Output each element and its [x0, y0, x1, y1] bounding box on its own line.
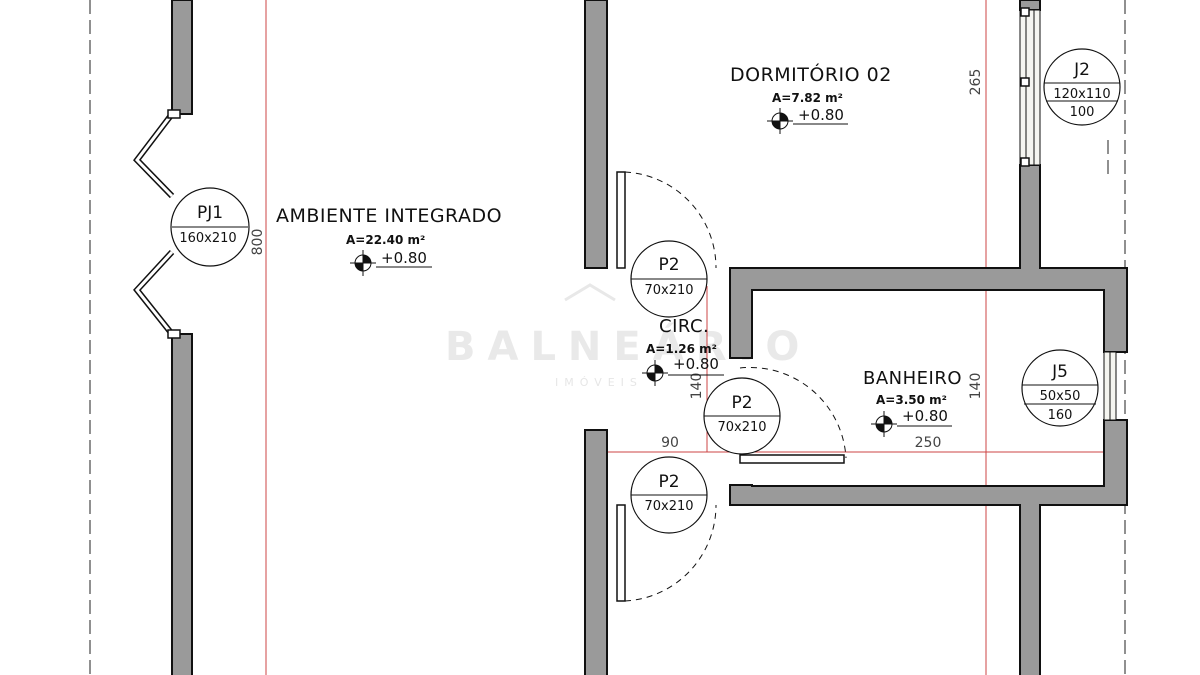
opening-tag-pj1: PJ1 160x210 [170, 187, 250, 267]
opening-size: 50x50 [1040, 389, 1081, 404]
dimension-labels: 800 265 140 140 90 250 [250, 69, 984, 451]
opening-code: J5 [1051, 362, 1068, 382]
opening-tag-p2-bottom: P2 70x210 [630, 456, 708, 534]
opening-code: P2 [731, 393, 752, 413]
window-j2-glazing [1019, 7, 1041, 167]
opening-sill: 100 [1070, 105, 1095, 120]
room-name: BANHEIRO [863, 368, 962, 389]
watermark-brand: BALNEÁRIO [445, 322, 811, 370]
room-level: +0.80 [902, 407, 948, 425]
room-area: A=7.82 m² [772, 91, 843, 105]
opening-size: 70x210 [644, 499, 693, 514]
opening-tag-j2: J2 120x110 100 [1043, 48, 1121, 126]
room-label-circ: CIRC. A=1.26 m² +0.80 [642, 316, 724, 386]
opening-size: 160x210 [179, 231, 236, 246]
room-label-banheiro: BANHEIRO A=3.50 m² +0.80 [863, 368, 962, 437]
room-name: AMBIENTE INTEGRADO [276, 205, 502, 227]
watermark-sub: IMÓVEIS [555, 376, 643, 389]
folding-door-pj1 [133, 109, 181, 339]
opening-size: 70x210 [644, 283, 693, 298]
opening-tag-p2-top: P2 70x210 [630, 240, 708, 318]
opening-tag-p2-middle: P2 70x210 [703, 377, 781, 455]
opening-code: PJ1 [197, 203, 223, 223]
room-level: +0.80 [798, 106, 844, 124]
room-level: +0.80 [381, 249, 427, 267]
dim-90: 90 [661, 435, 679, 451]
level-marker-icon [871, 411, 952, 437]
dim-140-circ: 140 [689, 373, 705, 400]
outer-boundary-lines [89, 0, 1126, 675]
opening-size: 120x110 [1053, 87, 1110, 102]
opening-code: J2 [1073, 60, 1090, 80]
room-area: A=3.50 m² [876, 393, 947, 407]
dim-140-bath: 140 [968, 373, 984, 400]
opening-size: 70x210 [717, 420, 766, 435]
window-j5-glazing [1103, 351, 1117, 421]
opening-code: P2 [658, 255, 679, 275]
room-name: CIRC. [659, 316, 709, 337]
dim-265: 265 [968, 69, 984, 96]
room-label-ambiente-integrado: AMBIENTE INTEGRADO A=22.40 m² +0.80 [276, 205, 502, 276]
room-area: A=1.26 m² [646, 342, 717, 356]
door-swings [616, 171, 847, 602]
dim-800: 800 [250, 229, 266, 256]
room-level: +0.80 [673, 355, 719, 373]
level-marker-icon [350, 250, 432, 276]
room-name: DORMITÓRIO 02 [730, 62, 892, 86]
room-label-dormitorio-02: DORMITÓRIO 02 A=7.82 m² +0.80 [730, 62, 892, 134]
level-marker-icon [642, 360, 724, 386]
watermark: BALNEÁRIO IMÓVEIS [445, 283, 811, 389]
room-area: A=22.40 m² [346, 233, 425, 247]
opening-tag-j5: J5 50x50 160 [1021, 349, 1099, 427]
opening-code: P2 [658, 472, 679, 492]
level-marker-icon [767, 108, 848, 134]
opening-sill: 160 [1048, 408, 1073, 423]
dim-250: 250 [915, 435, 942, 451]
